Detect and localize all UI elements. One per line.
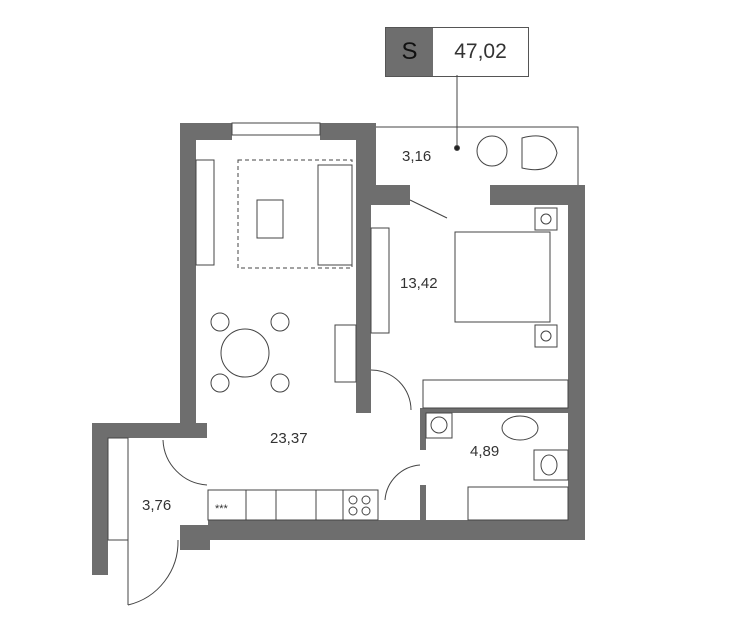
closet xyxy=(422,379,569,409)
balcony-chair xyxy=(521,135,558,171)
dining-table xyxy=(220,328,270,378)
kitchen-sink xyxy=(275,489,317,521)
area-key: S xyxy=(386,28,433,76)
room-area-bedroom: 13,42 xyxy=(400,275,438,292)
kitchen-counter xyxy=(207,489,379,521)
balcony-outline xyxy=(376,126,579,185)
room-area-hallway: 3,76 xyxy=(142,497,172,514)
toilet xyxy=(501,415,539,441)
radiator xyxy=(334,324,357,383)
coffee-table xyxy=(256,199,284,239)
fridge xyxy=(207,489,247,521)
tv-stand xyxy=(195,159,215,266)
bedroom-door xyxy=(370,369,412,411)
sofa xyxy=(317,164,353,266)
bathtub xyxy=(467,486,569,521)
rug xyxy=(237,159,353,269)
walls xyxy=(92,123,585,575)
svg-text:***: *** xyxy=(215,503,229,515)
bed xyxy=(454,231,551,323)
washer xyxy=(425,412,453,439)
entrance-door xyxy=(162,439,208,486)
room-area-balcony: 3,16 xyxy=(402,148,432,165)
room-area-bathroom: 4,89 xyxy=(470,443,500,460)
stove xyxy=(342,489,379,521)
shoe-rack xyxy=(107,437,129,541)
area-value: 47,02 xyxy=(433,28,528,76)
room-area-living: 23,37 xyxy=(270,430,308,447)
front-door xyxy=(127,539,179,606)
window xyxy=(231,122,321,136)
sink xyxy=(533,449,569,481)
wardrobe xyxy=(370,227,390,334)
total-area-badge: S 47,02 xyxy=(385,27,529,77)
balcony-table xyxy=(476,135,508,167)
bathroom-door xyxy=(384,464,421,501)
